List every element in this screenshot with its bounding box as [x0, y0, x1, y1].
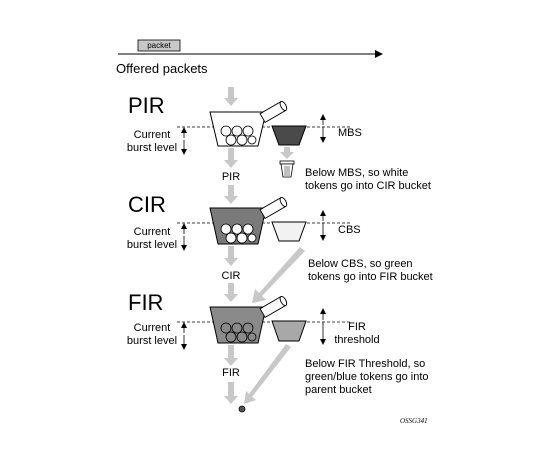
cir-out-arrow-2 [224, 283, 238, 302]
fir-out-label: FIR [222, 367, 240, 379]
offered-packets-label: Offered packets [116, 61, 208, 76]
fir-out-arrow-1 [224, 345, 238, 366]
fir-token-pipe [259, 296, 288, 318]
cir-out-arrow-1 [224, 246, 238, 266]
fir-threshold-label-2: threshold [334, 334, 379, 346]
pir-out-label: PIR [222, 171, 240, 183]
cbs-bucket [271, 221, 307, 242]
cir-token-pipe [259, 197, 288, 219]
pir-tokens [220, 125, 257, 146]
mbs-bucket [271, 125, 307, 146]
pir-out-arrow-2 [224, 185, 238, 204]
fir-out-arrow-2 [224, 382, 238, 404]
fir-note-2: green/blue tokens go into [305, 371, 429, 383]
fir-threshold-to-parent-arrow [244, 344, 291, 404]
fir-left-label-2: burst level [127, 335, 177, 347]
cir-title: CIR [128, 192, 166, 217]
cbs-note-2: tokens go into FIR bucket [308, 271, 433, 283]
packet-label: packet [147, 41, 171, 50]
fir-tokens [220, 322, 257, 343]
fir-stage: FIR Current burst level FIR threshold FI… [127, 290, 429, 413]
trash-can-icon [279, 160, 295, 178]
cir-tokens [220, 223, 257, 244]
fir-left-label-1: Current [134, 322, 171, 334]
pir-title: PIR [128, 93, 165, 118]
fir-note-1: Below FIR Threshold, so [305, 358, 425, 370]
packet-box [137, 39, 181, 52]
mbs-label: MBS [338, 127, 362, 139]
flow-arrows [224, 87, 305, 404]
timeline: packet Offered packets [116, 39, 383, 76]
cir-left-label-1: Current [134, 226, 171, 238]
pir-left-label-2: burst level [127, 142, 177, 154]
mbs-note-1: Below MBS, so white [305, 167, 408, 179]
cir-left-label-2: burst level [127, 239, 177, 251]
mbs-to-trash-arrow [280, 147, 294, 159]
mbs-note-2: tokens go into CIR bucket [305, 180, 431, 192]
fir-note-3: parent bucket [305, 384, 372, 396]
fir-threshold-label-1: FIR [348, 321, 366, 333]
parent-bucket-token [238, 405, 246, 413]
cbs-to-fir-arrow [252, 247, 305, 303]
fir-threshold-bucket [271, 320, 307, 342]
fir-title: FIR [128, 290, 163, 315]
pir-left-label-1: Current [134, 129, 171, 141]
cir-out-label: CIR [222, 270, 241, 282]
cbs-label: CBS [338, 224, 361, 236]
pir-out-arrow-1 [224, 148, 238, 168]
cbs-note-1: Below CBS, so green [308, 258, 413, 270]
input-arrow [224, 87, 238, 106]
figure-id: OSSG341 [400, 417, 428, 425]
pir-token-pipe [259, 101, 288, 123]
pir-stage: PIR Current burst level MBS PIR Below [127, 93, 431, 192]
cir-stage: CIR Current burst level CBS CIR Below CB… [127, 192, 433, 283]
